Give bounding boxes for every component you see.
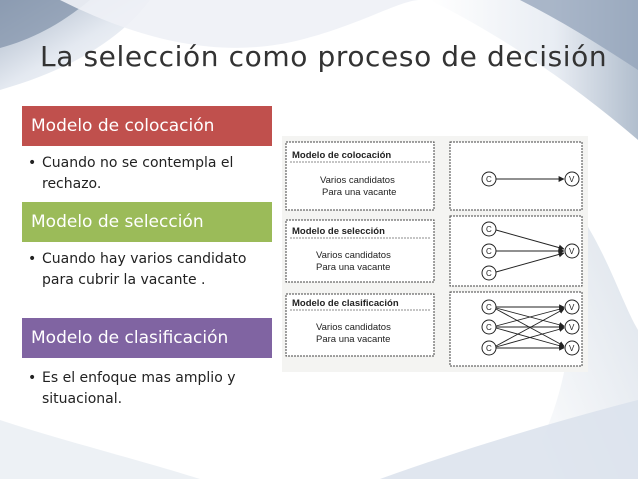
bullet-seleccion: • Cuando hay varios candidato para cubri…: [24, 249, 270, 291]
bullet-dot: •: [28, 251, 37, 267]
vacancy-label: V: [569, 247, 575, 256]
candidate-label: C: [486, 303, 492, 312]
vacancy-label: V: [569, 175, 575, 184]
panel-line1: Varios candidatos: [316, 250, 391, 261]
bullet-text: Cuando no se contempla el rechazo.: [42, 155, 234, 192]
panel-title: Modelo de clasificación: [292, 298, 399, 309]
candidate-label: C: [486, 175, 492, 184]
vacancy-node: [564, 243, 580, 259]
section-heading-clasificacion: Modelo de clasificación: [22, 318, 272, 358]
candidate-node: [481, 221, 497, 237]
panel-clasificacion: Modelo de clasificación Varios candidato…: [285, 291, 583, 367]
bullet-clasificacion: • Es el enfoque mas amplio y situacional…: [24, 368, 270, 410]
panel-colocacion: Modelo de colocación Varios candidatos P…: [285, 141, 583, 211]
panel-seleccion: Modelo de selección Varios candidatos Pa…: [285, 215, 583, 287]
panel-title: Modelo de colocación: [292, 150, 391, 161]
candidate-node: [481, 265, 497, 281]
bullet-colocacion: • Cuando no se contempla el rechazo.: [24, 153, 270, 195]
panel-line2: Para una vacante: [322, 187, 396, 198]
models-figure: Modelo de colocación Varios candidatos P…: [282, 136, 588, 372]
vacancy-label: V: [569, 303, 575, 312]
panel-line2: Para una vacante: [316, 334, 390, 345]
candidate-label: C: [486, 344, 492, 353]
panel-line2: Para una vacante: [316, 262, 390, 273]
candidate-label: C: [486, 225, 492, 234]
vacancy-node: [564, 171, 580, 187]
bullet-text: Es el enfoque mas amplio y situacional.: [42, 370, 236, 407]
slide-title: La selección como proceso de decisión: [40, 40, 608, 73]
bullet-dot: •: [28, 370, 37, 386]
vacancy-label: V: [569, 323, 575, 332]
vacancy-label: V: [569, 344, 575, 353]
panel-title: Modelo de selección: [292, 226, 385, 237]
panel-line1: Varios candidatos: [316, 322, 391, 333]
candidate-label: C: [486, 269, 492, 278]
candidate-label: C: [486, 247, 492, 256]
section-heading-colocacion: Modelo de colocación: [22, 106, 272, 146]
section-heading-seleccion: Modelo de selección: [22, 202, 272, 242]
bullet-dot: •: [28, 155, 37, 171]
panel-line1: Varios candidatos: [320, 175, 395, 186]
bullet-text: Cuando hay varios candidato para cubrir …: [42, 251, 247, 288]
candidate-label: C: [486, 323, 492, 332]
